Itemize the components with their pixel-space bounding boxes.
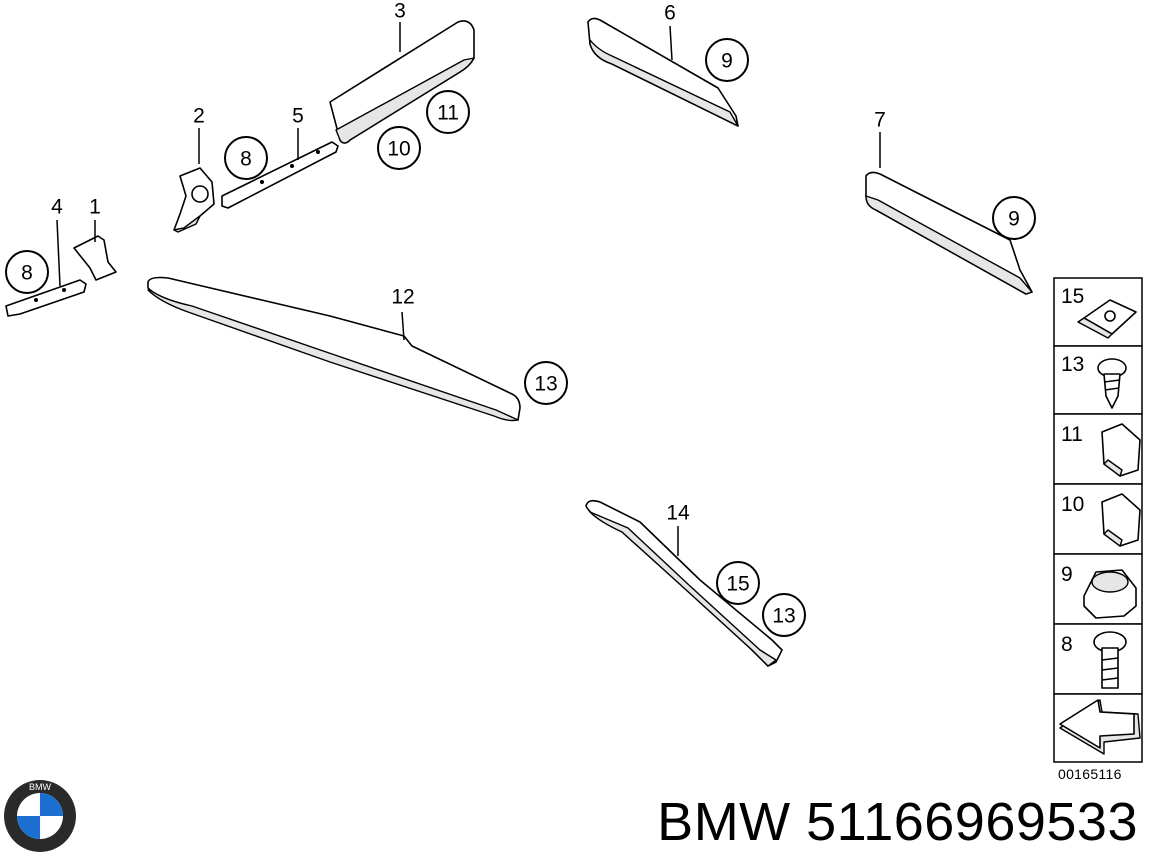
part-6-trim — [587, 17, 739, 127]
part-label-7: 7 — [874, 109, 886, 132]
callout-circle-9: 9 — [705, 38, 749, 82]
part-label-14: 14 — [666, 502, 690, 525]
part-14-curved-trim — [585, 499, 783, 667]
callout-number: 13 — [772, 605, 795, 628]
bolt-icon — [1093, 631, 1127, 689]
bmw-logo-letters: BMW — [29, 782, 52, 792]
callout-circle-13: 13 — [524, 361, 568, 405]
legend-label-9: 9 — [1061, 563, 1073, 586]
clip-icon — [1101, 423, 1141, 477]
callout-circle-15: 15 — [716, 561, 760, 605]
clip-icon — [1101, 493, 1141, 547]
callout-number: 10 — [387, 138, 410, 161]
callout-ring — [524, 361, 568, 405]
callout-number: 15 — [726, 573, 749, 596]
callout-number: 11 — [437, 102, 459, 125]
callout-ring — [705, 38, 749, 82]
part-5-thin-strip — [221, 141, 339, 209]
part-label-2: 2 — [193, 105, 205, 128]
legend-label-10: 10 — [1061, 493, 1084, 516]
callout-number: 9 — [721, 50, 733, 73]
callout-ring — [992, 196, 1036, 240]
callout-number: 13 — [534, 373, 557, 396]
part-label-12: 12 — [391, 286, 414, 309]
callout-ring — [716, 561, 760, 605]
callout-ring — [762, 593, 806, 637]
screw-icon — [1097, 358, 1127, 409]
fastener-legend — [1053, 277, 1143, 763]
callout-circle-13: 13 — [762, 593, 806, 637]
legend-label-8: 8 — [1061, 633, 1073, 656]
part-3-trim-strip — [329, 20, 475, 144]
hex-nut-icon — [1083, 569, 1137, 619]
bmw-logo: BMW — [4, 780, 76, 852]
callout-circle-10: 10 — [377, 126, 421, 170]
callout-ring — [426, 90, 470, 134]
callout-ring — [377, 126, 421, 170]
clip-nut-icon — [1077, 299, 1137, 339]
part-label-3: 3 — [394, 0, 406, 23]
callout-number: 9 — [1008, 208, 1020, 231]
legend-label-11: 11 — [1061, 423, 1083, 446]
part-label-5: 5 — [292, 105, 304, 128]
callout-circle-8: 8 — [5, 250, 49, 294]
part-4-strip — [5, 279, 87, 317]
callout-number: 8 — [240, 148, 252, 171]
part-2-bracket — [173, 167, 215, 233]
part-12-sill-trim — [147, 276, 521, 422]
callout-circle-11: 11 — [426, 90, 470, 134]
callout-ring — [5, 250, 49, 294]
legend-label-13: 13 — [1061, 353, 1084, 376]
callout-ring — [224, 136, 268, 180]
part-label-4: 4 — [51, 196, 63, 219]
doc-number: 00165116 — [1058, 766, 1122, 782]
part-7-trim — [865, 171, 1033, 295]
legend-label-15: 15 — [1061, 285, 1084, 308]
callout-number: 8 — [21, 262, 33, 285]
part-label-6: 6 — [664, 2, 676, 25]
part-1-piece — [73, 235, 117, 281]
arrow-icon — [1059, 699, 1141, 755]
page-title: BMW 51166969533 — [657, 792, 1138, 852]
callout-circle-9: 9 — [992, 196, 1036, 240]
callout-circle-8: 8 — [224, 136, 268, 180]
part-label-1: 1 — [89, 196, 101, 219]
